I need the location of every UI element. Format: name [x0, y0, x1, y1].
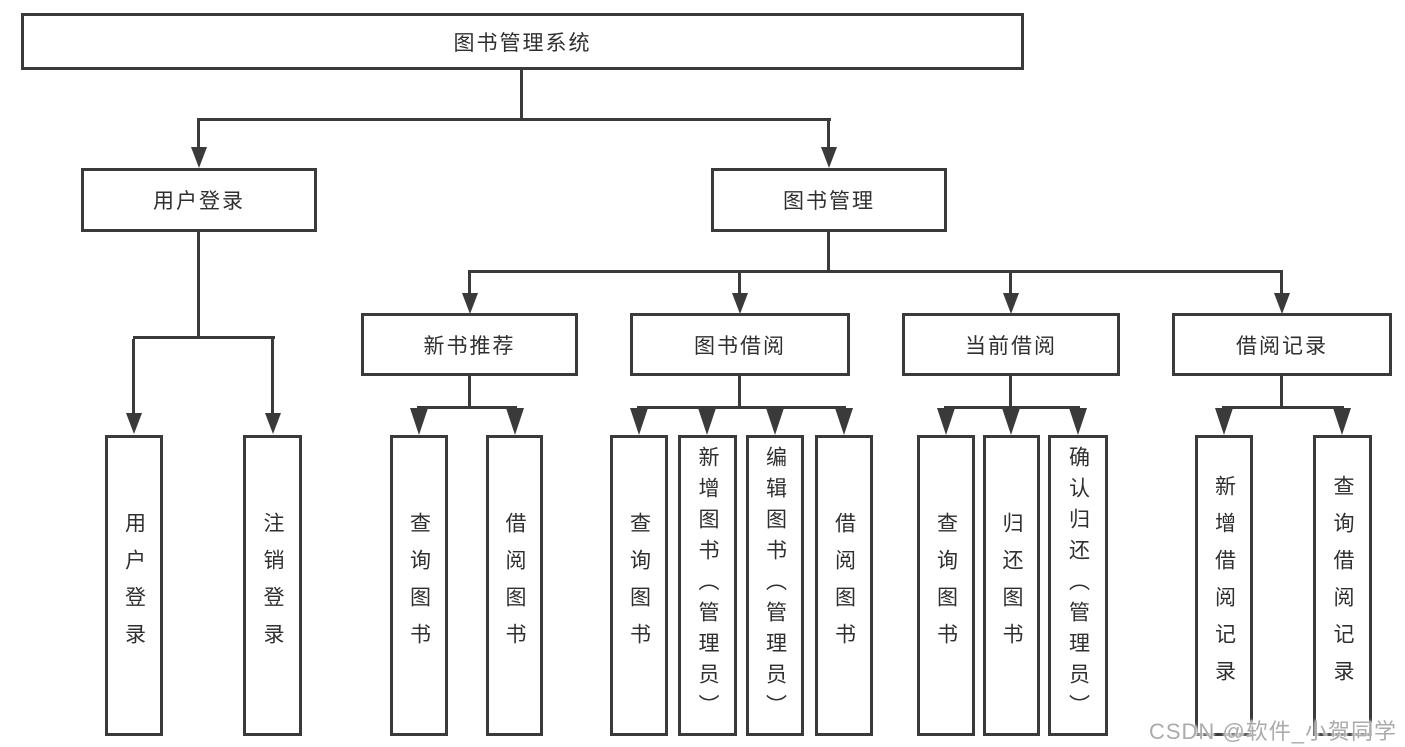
leaf-query-books-current-label: 查询图书 — [934, 511, 958, 660]
node-user-login-label: 用户登录 — [153, 190, 245, 213]
leaf-return-books: 归还图书 — [983, 435, 1040, 736]
arrow-down-icon — [937, 408, 955, 435]
leaf-query-books-borrow-label: 查询图书 — [627, 511, 651, 660]
node-root: 图书管理系统 — [21, 13, 1024, 70]
connector-module-drop — [468, 273, 471, 293]
leaf-query-borrow-record-label: 查询借阅记录 — [1331, 474, 1354, 697]
leaf-query-borrow-record: 查询借阅记录 — [1313, 435, 1372, 736]
arrow-down-icon — [766, 408, 784, 435]
arrow-down-icon — [821, 147, 837, 168]
connector-current-borrow-stem — [1009, 376, 1012, 406]
leaf-add-borrow-record: 新增借阅记录 — [1195, 435, 1253, 736]
node-new-book-recommend: 新书推荐 — [361, 313, 578, 376]
connector-records-stem — [1280, 376, 1283, 406]
node-book-borrow-label: 图书借阅 — [694, 334, 786, 358]
arrow-down-icon — [1274, 293, 1290, 314]
arrow-down-icon — [835, 408, 853, 435]
connector-new-book-stem — [468, 376, 471, 406]
node-book-borrow: 图书借阅 — [630, 313, 850, 376]
leaf-borrow-books: 借阅图书 — [815, 435, 873, 736]
connector-current-borrow-rail — [944, 406, 1080, 409]
node-borrow-records: 借阅记录 — [1172, 313, 1392, 376]
arrow-down-icon — [630, 408, 648, 435]
connector-user-login-rail — [133, 336, 275, 339]
leaf-confirm-return-admin: 确认归还（管理员） — [1048, 435, 1108, 736]
connector-user-login-stem — [197, 232, 200, 336]
leaf-add-book-admin-label: 新增图书（管理员） — [696, 446, 719, 725]
arrow-down-icon — [1003, 293, 1019, 314]
leaf-logout: 注销登录 — [243, 435, 302, 736]
leaf-borrow-books-recommend-label: 借阅图书 — [503, 511, 526, 660]
leaf-query-books-borrow: 查询图书 — [610, 435, 668, 736]
arrow-down-icon — [126, 413, 142, 434]
connector-user-login-drop — [197, 121, 200, 147]
connector-root-stem — [520, 70, 523, 118]
arrow-down-icon — [732, 293, 748, 314]
leaf-borrow-books-recommend: 借阅图书 — [486, 435, 543, 736]
leaf-query-books-recommend: 查询图书 — [390, 435, 448, 736]
connector-leaf-drop — [132, 339, 135, 413]
node-borrow-records-label: 借阅记录 — [1236, 334, 1328, 358]
arrow-down-icon — [1069, 408, 1087, 435]
connector-book-mgmt-stem — [827, 232, 830, 270]
arrow-down-icon — [1215, 408, 1233, 435]
connector-leaf-drop — [271, 339, 274, 413]
connector-level2-rail — [468, 270, 1283, 273]
csdn-watermark: CSDN @软件_小贺同学 — [1148, 719, 1397, 744]
arrow-down-icon — [506, 408, 524, 435]
arrow-down-icon — [462, 293, 478, 314]
arrow-down-icon — [698, 408, 716, 435]
leaf-return-books-label: 归还图书 — [1000, 511, 1023, 660]
node-user-login: 用户登录 — [81, 168, 317, 232]
leaf-add-book-admin: 新增图书（管理员） — [678, 435, 737, 736]
node-current-borrow-label: 当前借阅 — [965, 334, 1057, 358]
connector-book-mgmt-drop — [827, 121, 830, 147]
node-new-book-recommend-label: 新书推荐 — [423, 334, 516, 358]
connector-book-borrow-rail — [637, 406, 846, 409]
arrow-down-icon — [1002, 408, 1020, 435]
leaf-query-books-current: 查询图书 — [917, 435, 975, 736]
node-current-borrow: 当前借阅 — [902, 313, 1120, 376]
connector-book-borrow-stem — [738, 376, 741, 406]
connector-module-drop — [1280, 273, 1283, 293]
node-book-management: 图书管理 — [711, 168, 947, 232]
leaf-edit-book-admin: 编辑图书（管理员） — [746, 435, 804, 736]
node-root-label: 图书管理系统 — [453, 31, 592, 55]
connector-module-drop — [738, 273, 741, 293]
arrow-down-icon — [1333, 408, 1351, 435]
leaf-confirm-return-admin-label: 确认归还（管理员） — [1066, 446, 1090, 725]
connector-records-rail — [1222, 406, 1344, 409]
leaf-user-login-label: 用户登录 — [122, 511, 146, 660]
node-book-management-label: 图书管理 — [783, 190, 875, 213]
leaf-borrow-books-label: 借阅图书 — [832, 511, 856, 660]
connector-level1-rail — [197, 118, 831, 121]
arrow-down-icon — [265, 413, 281, 434]
connector-module-drop — [1009, 273, 1012, 293]
leaf-edit-book-admin-label: 编辑图书（管理员） — [763, 446, 787, 725]
arrow-down-icon — [191, 147, 207, 168]
leaf-query-books-recommend-label: 查询图书 — [407, 511, 431, 660]
leaf-logout-label: 注销登录 — [261, 511, 284, 660]
arrow-down-icon — [410, 408, 428, 435]
connector-new-book-rail — [417, 406, 517, 409]
leaf-add-borrow-record-label: 新增借阅记录 — [1212, 474, 1236, 697]
leaf-user-login: 用户登录 — [105, 435, 163, 736]
